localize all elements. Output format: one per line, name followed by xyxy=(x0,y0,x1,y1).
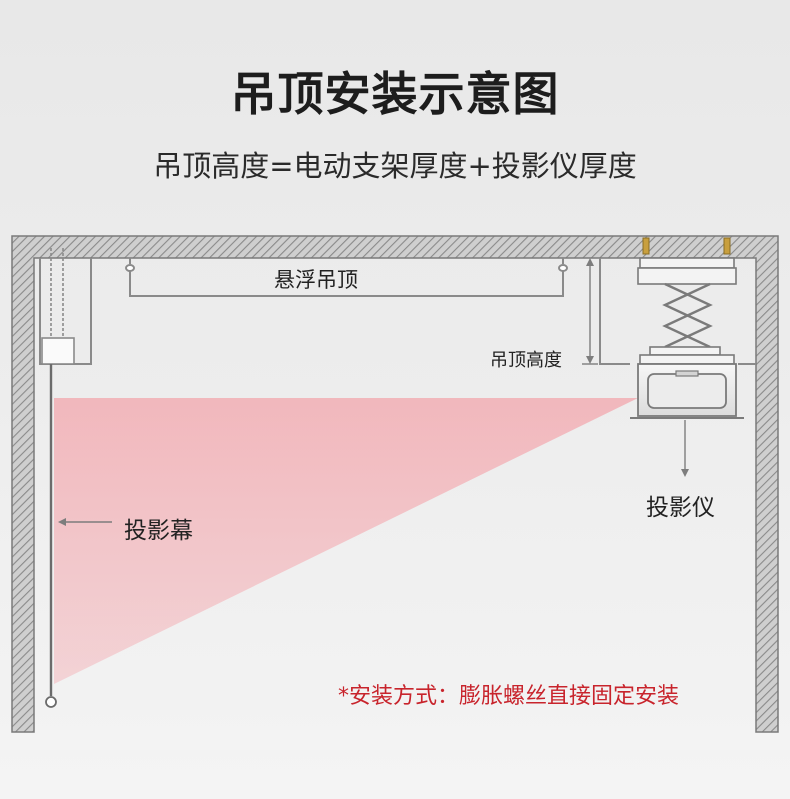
projection-screen xyxy=(45,364,57,708)
projector-label: 投影仪 xyxy=(646,495,715,521)
projector-icon xyxy=(630,363,744,419)
projector-label-arrow xyxy=(681,420,689,477)
projection-beam xyxy=(54,398,638,684)
suspended-ceiling-label: 悬浮吊顶 xyxy=(274,268,358,292)
installation-note: *安装方式：膨胀螺丝直接固定安装 xyxy=(338,684,680,709)
height-formula: 吊顶高度=电动支架厚度+投影仪厚度 xyxy=(153,149,637,183)
suspended-ceiling xyxy=(125,258,568,297)
concrete-wall xyxy=(11,235,779,733)
page-title: 吊顶安装示意图 xyxy=(230,67,560,121)
ceiling-height-dimension xyxy=(582,258,756,365)
scissor-lift-icon xyxy=(637,237,737,365)
ceiling-height-label: 吊顶高度 xyxy=(490,350,562,371)
screen-label: 投影幕 xyxy=(124,518,193,544)
screen-label-arrow xyxy=(58,518,112,526)
screen-motor-icon xyxy=(41,248,75,365)
